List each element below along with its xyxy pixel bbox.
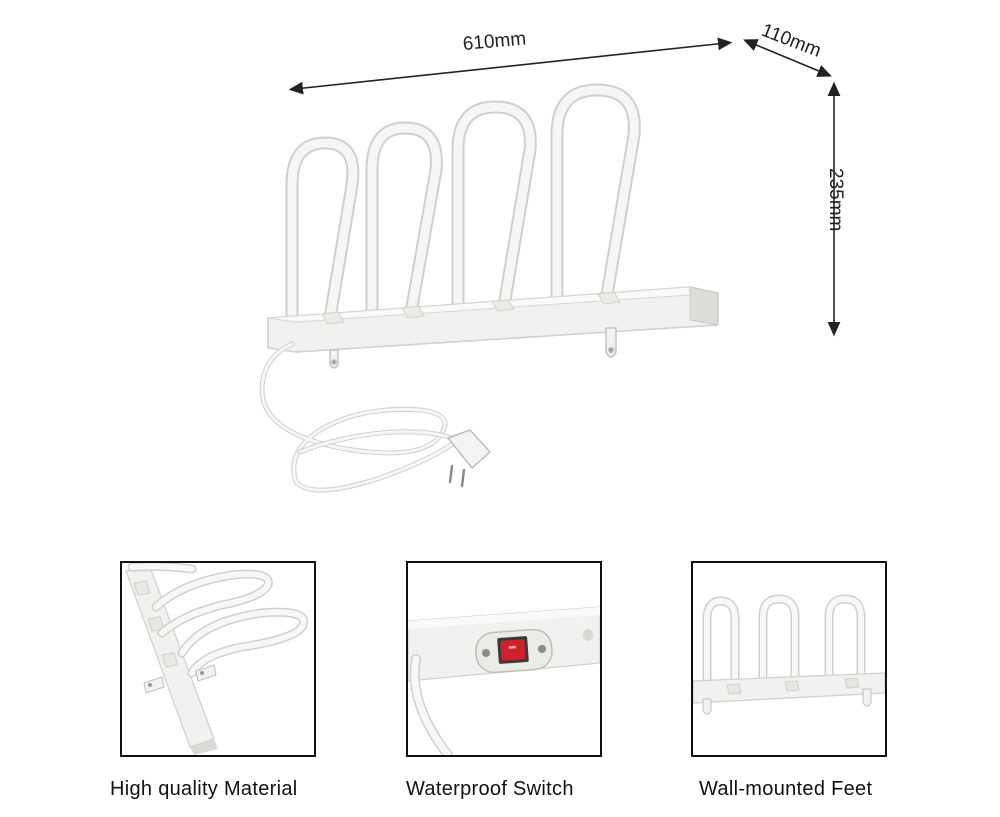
feature-caption-material: High quality Material	[110, 778, 298, 800]
feet-closeup-image	[693, 594, 885, 715]
material-closeup-panel	[120, 561, 316, 757]
width-dimension-arrow	[288, 37, 733, 95]
switch-closeup-image	[408, 606, 600, 755]
mounting-feet	[329, 327, 617, 369]
material-closeup-image	[125, 563, 309, 755]
height-dimension-label: 235mm	[825, 168, 846, 232]
feet-closeup-panel	[691, 561, 887, 757]
feature-caption-switch: Waterproof Switch	[406, 778, 574, 800]
feature-caption-feet: Wall-mounted Feet	[699, 778, 873, 800]
base-bar	[267, 286, 719, 353]
drying-loops	[285, 83, 641, 325]
power-cable	[259, 341, 463, 493]
main-product-illustration	[259, 37, 841, 493]
rocker-switch-icon	[497, 636, 529, 664]
power-plug	[446, 429, 492, 488]
switch-closeup-panel	[406, 561, 602, 757]
depth-dimension-arrow	[743, 39, 832, 77]
